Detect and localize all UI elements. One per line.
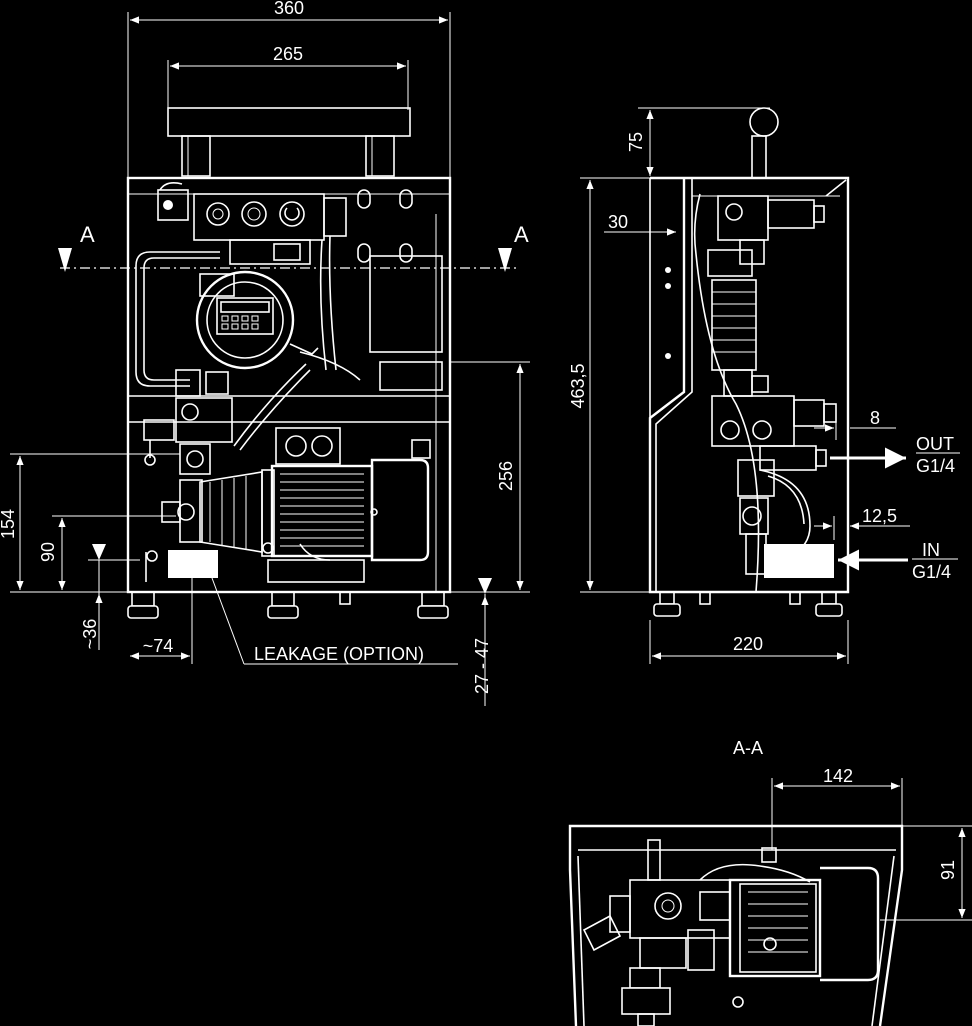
side-valve-block	[707, 195, 837, 447]
dim-offset-30: 30	[604, 212, 676, 236]
out-port: OUT G1/4	[830, 434, 960, 476]
dim-handle-width-label: 265	[273, 44, 303, 64]
dim-height-154-label: 154	[0, 509, 18, 539]
dim-lower-height-label: 256	[496, 461, 516, 491]
section-view: A-A 142 91	[568, 738, 972, 1026]
dim-out-offset-label: 8	[870, 408, 880, 428]
dim-handle-height-label: 75	[626, 132, 646, 152]
side-view: 75 463,5 30	[568, 107, 960, 664]
feet	[127, 591, 449, 619]
valve-block	[157, 182, 413, 371]
side-handle	[749, 107, 779, 179]
dim-width-74-label: ~74	[143, 636, 174, 656]
dim-out-offset: 8	[814, 408, 896, 440]
dim-depth-label: 220	[733, 634, 763, 654]
out-port-label: OUT	[916, 434, 954, 454]
dim-feet-range: 27 - 47	[450, 578, 500, 706]
dim-lower-height: 256	[450, 361, 530, 593]
motor	[199, 427, 431, 562]
section-motor	[699, 863, 880, 1008]
side-feet	[653, 591, 843, 617]
section-line: A A	[58, 222, 529, 272]
dim-total-height-label: 463,5	[568, 363, 588, 408]
dim-height-90-label: 90	[38, 542, 58, 562]
pump	[145, 479, 365, 583]
dim-section-height: 91	[880, 825, 972, 921]
dim-section-height-label: 91	[938, 860, 958, 880]
in-port: IN G1/4	[838, 540, 958, 582]
in-port-label: IN	[922, 540, 940, 560]
carry-handle	[167, 107, 411, 177]
dim-feet-range-label: 27 - 47	[472, 638, 492, 694]
leakage-label: LEAKAGE (OPTION)	[254, 644, 424, 664]
dim-foot-36-label: ~36	[80, 619, 100, 650]
section-marker-left: A	[80, 222, 95, 247]
dim-in-offset: 12,5	[814, 506, 910, 540]
in-thread-label: G1/4	[912, 562, 951, 582]
mid-fittings	[143, 363, 311, 475]
pipe-loop	[135, 251, 220, 387]
section-marker-right: A	[514, 222, 529, 247]
dim-section-depth-label: 142	[823, 766, 853, 786]
dim-width-74: ~74	[130, 578, 193, 664]
side-body	[648, 176, 850, 594]
dim-handle-height: 75	[626, 107, 770, 179]
dim-in-offset-label: 12,5	[862, 506, 897, 526]
section-title: A-A	[733, 738, 763, 758]
dim-foot-36: ~36	[80, 544, 140, 650]
section-pump-block	[582, 879, 731, 1026]
dim-handle-width: 265	[167, 44, 409, 110]
dim-section-depth: 142	[771, 766, 903, 850]
dim-offset-30-label: 30	[608, 212, 628, 232]
pressure-gauge	[195, 270, 361, 381]
dim-top-width: 360	[127, 0, 451, 180]
dim-total-height: 463,5	[568, 177, 680, 593]
dim-top-width-label: 360	[274, 0, 304, 18]
dim-depth: 220	[649, 620, 849, 664]
side-pump	[737, 445, 834, 578]
out-thread-label: G1/4	[916, 456, 955, 476]
dim-height-154: 154	[0, 453, 180, 593]
front-view: 360 265	[0, 0, 530, 706]
section-body	[568, 824, 904, 1026]
leakage-callout: LEAKAGE (OPTION)	[211, 577, 458, 665]
dim-height-90: 90	[38, 515, 176, 590]
